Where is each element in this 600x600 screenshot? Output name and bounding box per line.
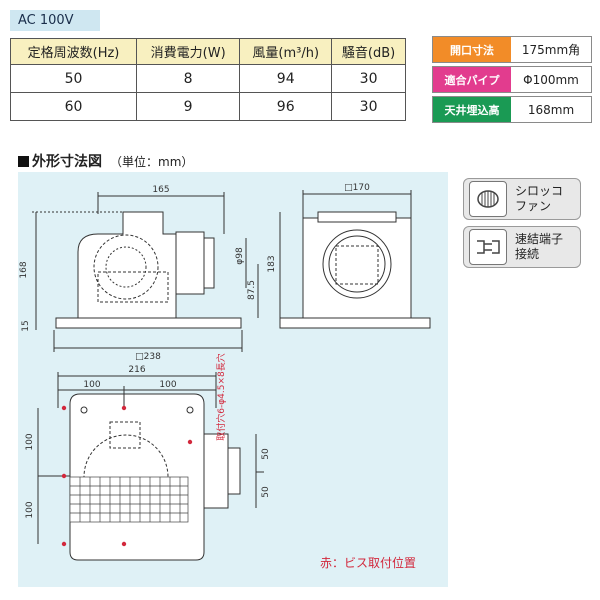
header-noise: 騒音(dB) [331,38,406,65]
front-duct-inner [328,235,386,293]
label-line: ファン [515,199,552,213]
side-outlet [175,231,205,295]
dim-front-height: 183 [267,255,277,272]
spec-table: 定格周波数(Hz) 消費電力(W) 風量(m³/h) 騒音(dB) 50 8 9… [9,38,406,121]
front-view [279,190,431,329]
voltage-label: AC 100V [10,10,100,31]
badge-pipe: 適合パイプ Φ100mm [432,66,592,93]
cell-airflow: 96 [239,92,333,121]
sirocco-fan-icon [469,181,507,217]
badge-value: Φ100mm [511,67,591,92]
connector-terminal-badge: 速結端子 接続 [463,226,581,268]
dim-bottom-total: 216 [128,365,145,375]
dim-front-width: □170 [344,183,370,193]
connector-terminal-icon [469,229,507,265]
header-frequency: 定格周波数(Hz) [9,38,138,65]
mount-note: 取付穴6-φ4.5×8長穴 [215,353,227,441]
label-line: 接続 [515,247,540,261]
side-fan-outline [93,234,159,300]
bottom-view [37,372,264,561]
dim-side-pipe: φ98 [235,247,245,265]
cell-airflow: 94 [239,64,333,93]
dim-bottom-side2: 50 [261,486,271,498]
dim-bottom-v1: 100 [25,433,35,450]
front-duct-outer [322,229,392,299]
front-inner-dashed [335,245,379,285]
bottom-corner-holes [80,406,194,414]
side-fan-inner [105,246,147,288]
side-motor-outline [97,271,169,303]
cell-noise: 30 [331,92,406,121]
screw-legend: 赤：ビス取付位置 [320,556,417,570]
side-body [77,211,177,319]
bottom-outlet [203,433,229,509]
table-row: 60 9 96 30 [9,92,406,121]
dimension-drawing: 165 168 15 □238 φ98 87.5 □170 183 216 10… [18,172,448,587]
sirocco-fan-label: シロッコ ファン [515,184,563,214]
side-duct-tip [203,237,215,289]
badge-ceiling-height: 天井埋込高 168mm [432,96,592,123]
screw-holes [61,405,193,547]
dim-side-width: 165 [152,185,169,195]
badge-opening-size: 開口寸法 175mm角 [432,36,592,63]
badge-key: 適合パイプ [433,67,511,92]
cell-power: 8 [136,64,241,93]
front-plate [279,317,431,329]
cell-noise: 30 [331,64,406,93]
dim-bottom-right: 100 [159,380,176,390]
dim-bottom-v2: 100 [25,501,35,518]
table-row: 50 8 94 30 [9,64,406,93]
section-title: 外形寸法図 （単位：mm） [18,151,193,171]
dim-side-outlet: 87.5 [247,280,257,300]
header-airflow: 風量(m³/h) [239,38,333,65]
side-view [32,192,259,352]
sirocco-fan-badge: シロッコ ファン [463,178,581,220]
badge-key: 開口寸法 [433,37,511,62]
section-unit: （単位：mm） [110,155,194,169]
spec-header-row: 定格周波数(Hz) 消費電力(W) 風量(m³/h) 騒音(dB) [9,38,406,65]
badge-key: 天井埋込高 [433,97,511,122]
bottom-grille [69,476,189,523]
front-top-cap [317,211,397,223]
square-bullet-icon [18,156,29,167]
dim-side-height: 168 [19,261,29,278]
spec-badges: 開口寸法 175mm角 適合パイプ Φ100mm 天井埋込高 168mm [432,36,592,126]
badge-value: 168mm [511,97,591,122]
header-power: 消費電力(W) [136,38,241,65]
section-title-text: 外形寸法図 [32,154,102,170]
bottom-outlet-tip [227,447,241,495]
cell-power: 9 [136,92,241,121]
drawing-svg: 165 168 15 □238 φ98 87.5 □170 183 216 10… [19,183,431,561]
dim-side-base: □238 [135,352,161,362]
label-line: シロッコ [515,184,564,198]
dim-side-bottom: 15 [21,320,31,331]
label-line: 速結端子 [515,232,564,246]
cell-frequency: 50 [9,64,138,93]
badge-value: 175mm角 [511,37,591,62]
dim-bottom-side1: 50 [261,448,271,460]
cell-frequency: 60 [9,92,138,121]
connector-terminal-label: 速結端子 接続 [515,232,563,262]
side-plate [55,317,242,329]
bottom-terminal-box [109,421,141,449]
dim-bottom-left: 100 [83,380,100,390]
